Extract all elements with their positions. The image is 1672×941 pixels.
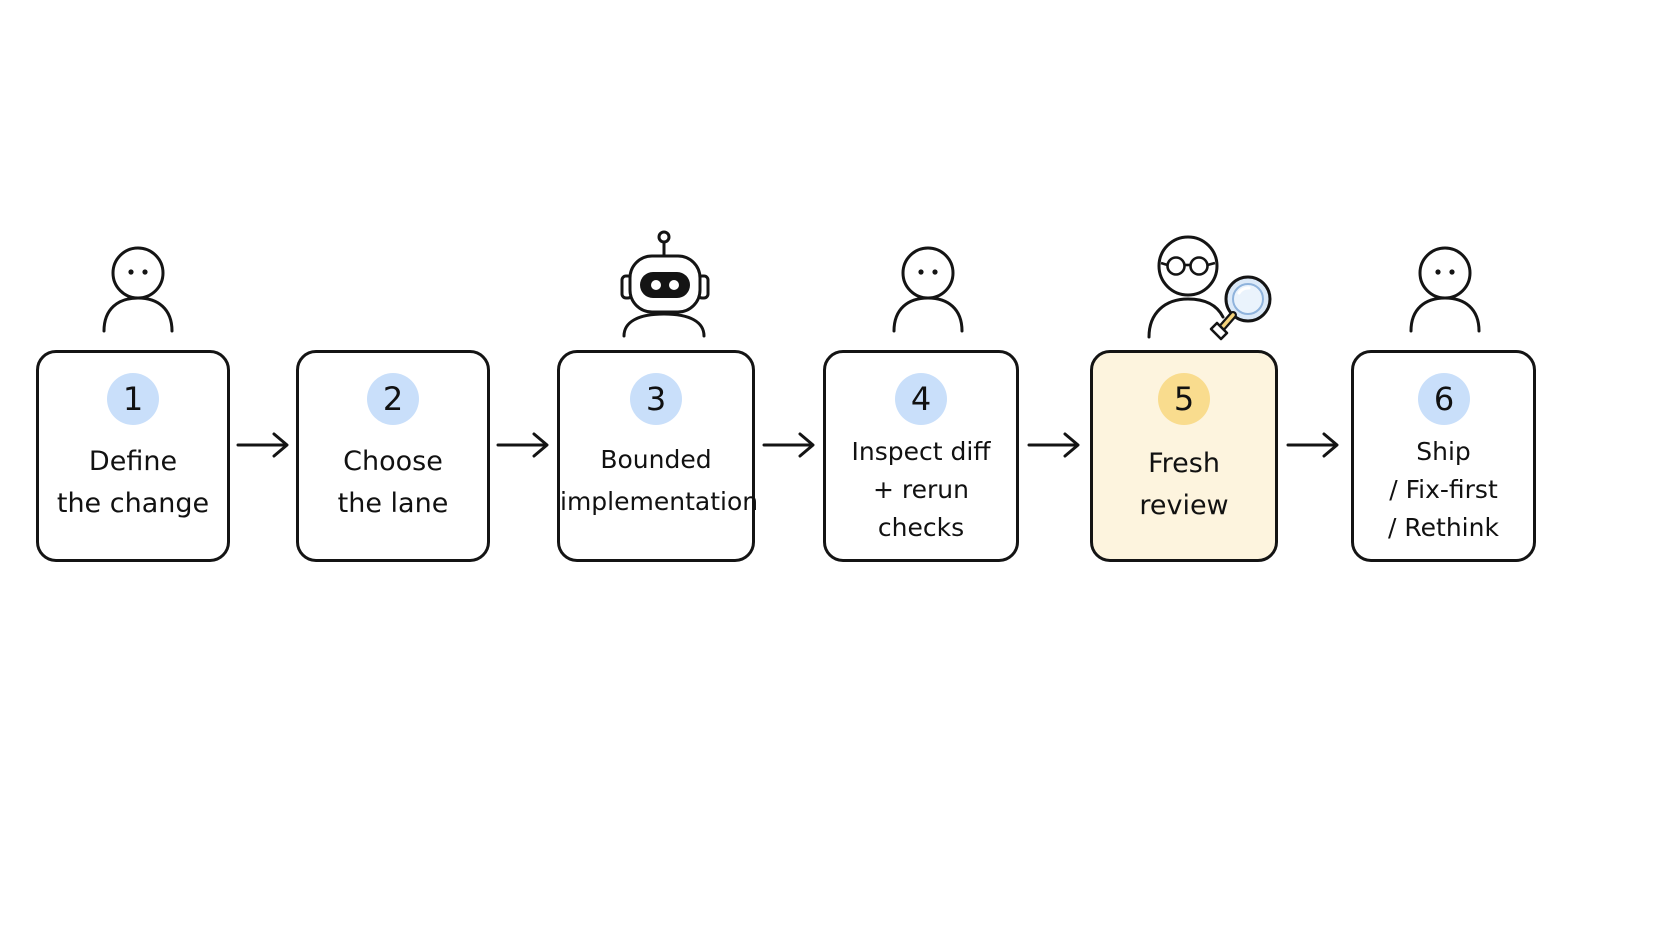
step-6-number-badge: 6 <box>1418 373 1470 425</box>
step-2-box: 2 Choose the lane <box>296 350 490 562</box>
arrow-right-icon <box>762 432 815 458</box>
person-icon <box>102 246 174 333</box>
step-1-number-badge: 1 <box>107 373 159 425</box>
step-4-label: Inspect diff + rerun checks <box>851 437 991 542</box>
step-5-label: Fresh review <box>1139 448 1229 521</box>
robot-icon <box>620 230 710 338</box>
arrow-right-icon <box>1027 432 1080 458</box>
step-2-number-badge: 2 <box>367 373 419 425</box>
step-4-number-badge: 4 <box>895 373 947 425</box>
person-icon <box>892 246 964 333</box>
step-1-label: Define the change <box>56 446 210 519</box>
reviewer-with-magnifier-icon <box>1147 235 1272 341</box>
step-5-number-badge: 5 <box>1158 373 1210 425</box>
step-3-number-badge: 3 <box>630 373 682 425</box>
arrow-right-icon <box>236 432 289 458</box>
person-icon <box>1409 246 1481 333</box>
arrow-right-icon <box>1286 432 1339 458</box>
step-5-box: 5 Fresh review <box>1090 350 1278 562</box>
arrow-right-icon <box>496 432 549 458</box>
step-6-box: 6 Ship / Fix-first / Rethink <box>1351 350 1536 562</box>
step-3-box: 3 Bounded implementation <box>557 350 759 562</box>
step-1-box: 1 Define the change <box>36 350 230 562</box>
step-4-box: 4 Inspect diff + rerun checks <box>823 350 1019 562</box>
step-6-label: Ship / Fix-first / Rethink <box>1388 437 1499 542</box>
step-2-label: Choose the lane <box>337 446 449 519</box>
step-3-label: Bounded implementation <box>560 445 759 516</box>
